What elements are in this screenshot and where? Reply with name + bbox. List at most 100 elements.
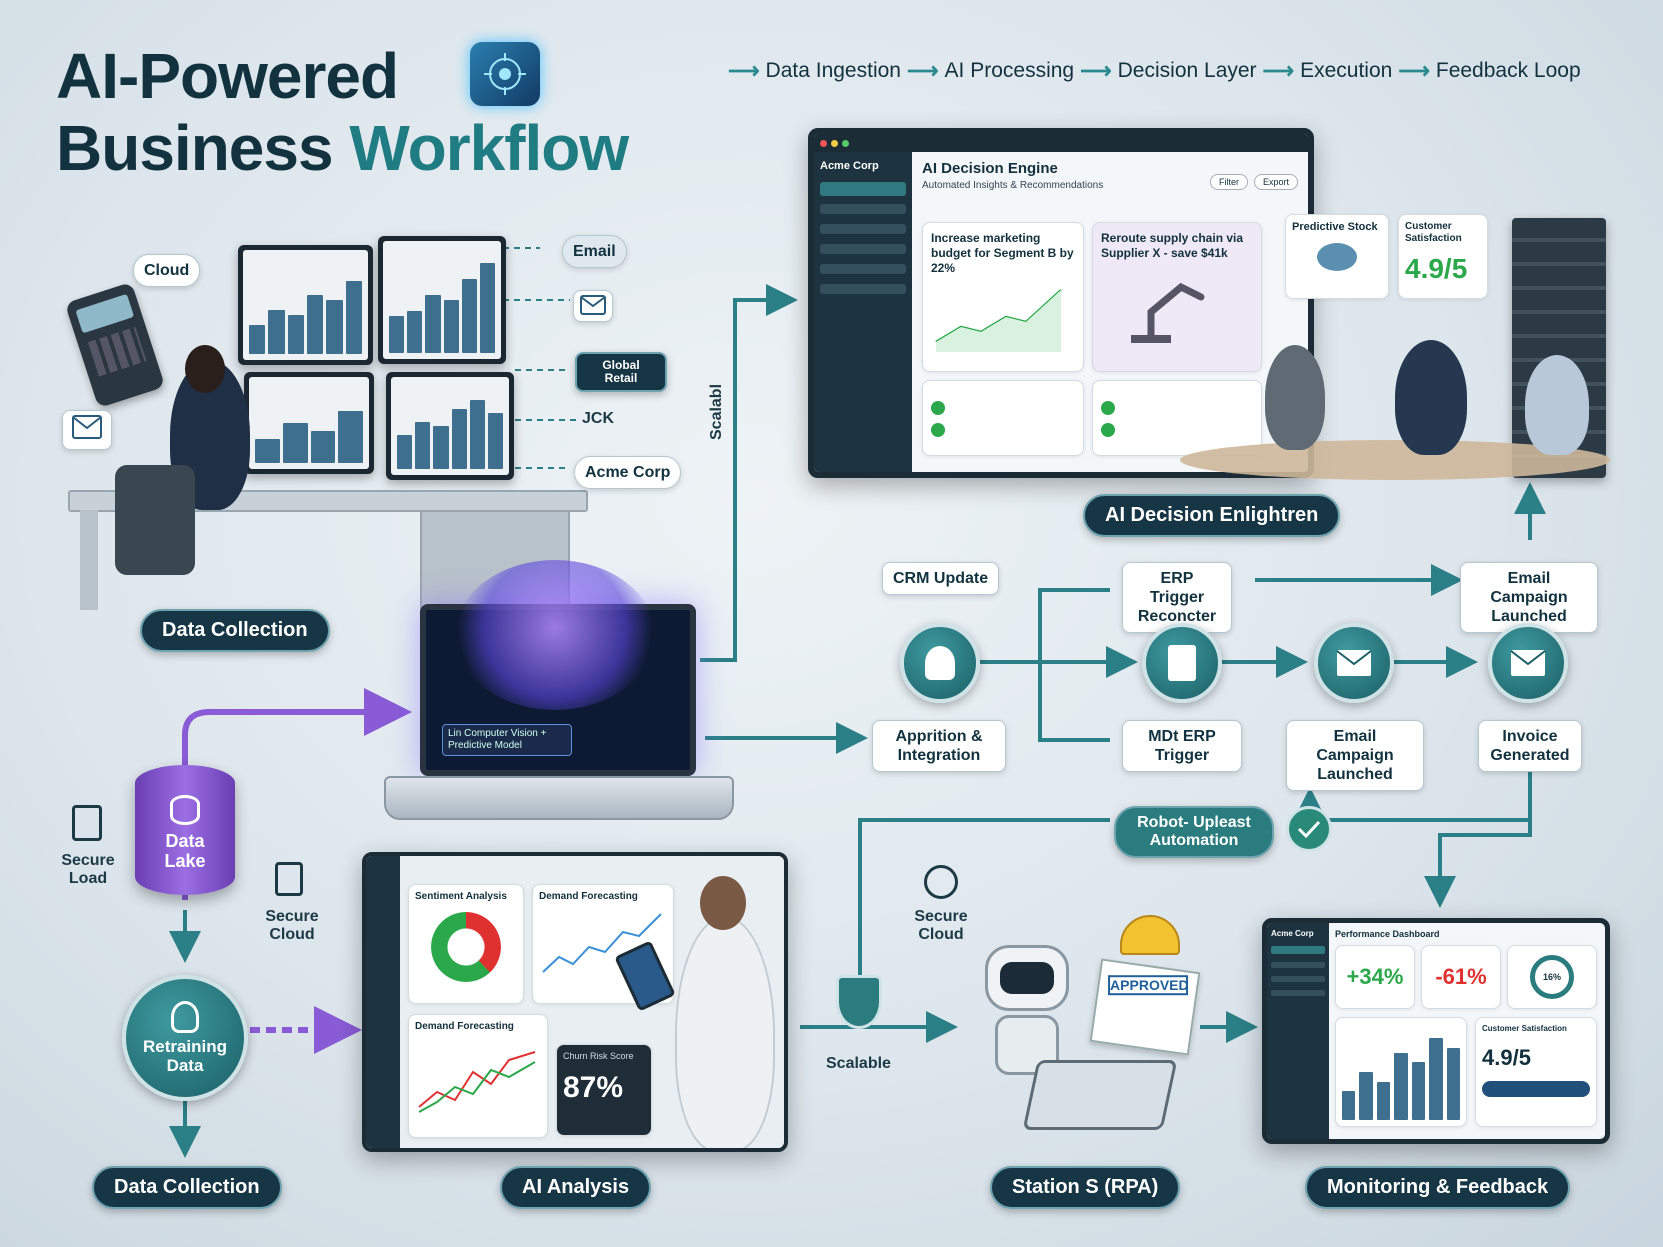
decision-toolbar: Filter Export	[1209, 174, 1298, 190]
recommendation-2-text: Reroute supply chain via Supplier X - sa…	[1101, 231, 1244, 260]
label-data-collection-bottom: Data Collection	[92, 1166, 282, 1209]
export-button[interactable]: Export	[1253, 174, 1298, 190]
churn-card: Churn Risk Score 87%	[556, 1044, 652, 1136]
data-lake-cylinder: Data Lake	[135, 765, 235, 895]
label-email-campaign-top: Email Campaign Launched	[1460, 562, 1598, 633]
kpi-card-2: -61%	[1421, 945, 1501, 1009]
window-titlebar	[814, 134, 1308, 152]
label-scalable-vertical: Scalabl	[708, 383, 725, 440]
check-icon	[931, 401, 945, 415]
growth-line-chart	[935, 289, 1062, 352]
pos-terminal-icon	[64, 281, 166, 409]
sidebar-item[interactable]	[1271, 962, 1325, 968]
sidebar-item[interactable]	[820, 284, 906, 294]
hard-hat-icon	[1120, 915, 1180, 955]
laptop-caption: Lin Computer Vision + Predictive Model	[442, 724, 572, 756]
pipeline-steps: ⟶ Data Ingestion ⟶ AI Processing ⟶ Decis…	[728, 58, 1581, 84]
demand-title-2: Demand Forecasting	[415, 1021, 514, 1032]
monitor-heading: Performance Dashboard	[1335, 929, 1440, 939]
secure-load-lock-icon	[72, 805, 102, 841]
monitor-app-name: Acme Corp	[1271, 929, 1314, 938]
check-icon	[1101, 401, 1115, 415]
sentiment-title: Sentiment Analysis	[415, 891, 507, 902]
sidebar-item[interactable]	[820, 204, 906, 214]
sidebar-item[interactable]	[820, 244, 906, 254]
person-woman-right	[1525, 355, 1589, 455]
invoice-node	[1488, 623, 1568, 703]
predictive-stock-label: Predictive Stock	[1292, 221, 1378, 233]
decision-engine-window: Acme Corp AI Decision Engine Automated I…	[808, 128, 1314, 478]
ai-chip-icon	[470, 42, 540, 106]
kpi-1-value: +34%	[1346, 964, 1404, 989]
arrow-icon: ⟶	[1262, 58, 1295, 83]
churn-value: 87%	[563, 1071, 624, 1104]
secure-cloud-right-icon	[924, 865, 958, 899]
label-data-collection-top: Data Collection	[140, 609, 330, 652]
label-automation: Robot- Upleast Automation	[1114, 806, 1274, 858]
pipeline-step-feedback: Feedback Loop	[1435, 59, 1581, 82]
title-business: Business	[56, 112, 334, 184]
demand-line-chart	[542, 913, 662, 973]
email-node	[1314, 623, 1394, 703]
person-man-center	[1395, 340, 1467, 455]
document-icon	[1168, 645, 1196, 681]
analysis-window: Sentiment Analysis Demand Forecasting De…	[362, 852, 788, 1152]
sidebar-item[interactable]	[820, 264, 906, 274]
filter-button[interactable]: Filter	[1209, 174, 1248, 190]
mail-icon	[573, 290, 613, 322]
decision-main: AI Decision Engine Automated Insights & …	[912, 152, 1308, 472]
label-invoice-generated: Invoice Generated	[1478, 720, 1582, 772]
report-button[interactable]	[1482, 1081, 1590, 1097]
label-crm-update: CRM Update	[882, 562, 1000, 595]
recommendation-card-1[interactable]: Increase marketing budget for Segment B …	[922, 222, 1084, 372]
sidebar-item[interactable]	[1271, 976, 1325, 982]
sidebar-app-name: Acme Corp	[820, 160, 879, 172]
source-email: Email	[562, 235, 627, 268]
label-erp-trigger-top: ERP Trigger Reconcter	[1122, 562, 1232, 633]
kpi-2-value: -61%	[1435, 964, 1487, 989]
monitor-3	[244, 372, 374, 474]
label-ai-analysis: AI Analysis	[500, 1166, 652, 1209]
source-cloud: Cloud	[133, 254, 201, 287]
approved-document: APPROVED	[1089, 958, 1201, 1056]
label-scalable: Scalable	[826, 1055, 891, 1072]
checkmark-icon	[1286, 806, 1332, 852]
desk-leg	[80, 510, 98, 610]
recommendation-card-2[interactable]: Reroute supply chain via Supplier X - sa…	[1092, 222, 1262, 372]
pipeline-step-execution: Execution	[1300, 59, 1393, 82]
analysis-main: Sentiment Analysis Demand Forecasting De…	[400, 856, 784, 1148]
sidebar-item[interactable]	[1271, 946, 1325, 954]
analyst-head	[700, 876, 746, 930]
monitor-2	[378, 236, 506, 364]
monitor-satisfaction-value: 4.9/5	[1482, 1045, 1531, 1070]
pipeline-step-ingestion: Data Ingestion	[765, 59, 901, 82]
brain-icon	[455, 560, 655, 710]
envelope-icon	[1510, 650, 1546, 676]
sentiment-card: Sentiment Analysis	[408, 884, 524, 1004]
arrow-icon: ⟶	[1398, 58, 1430, 83]
database-icon	[170, 795, 200, 825]
title-line-1: AI-Powered	[56, 40, 399, 112]
progress-ring: 16%	[1530, 955, 1574, 999]
kpi-3-value: 16%	[1542, 972, 1561, 982]
monitor-satisfaction-card: Customer Satisfaction 4.9/5	[1475, 1017, 1597, 1127]
label-approval-integration: Apprition & Integration	[872, 720, 1006, 772]
check-icon	[1101, 423, 1115, 437]
recommendation-1-text: Increase marketing budget for Segment B …	[931, 231, 1074, 275]
monitor-1	[238, 245, 373, 365]
laptop-base	[384, 776, 734, 820]
demand-multiline-chart	[418, 1051, 536, 1113]
crm-node	[900, 623, 980, 703]
sidebar-item[interactable]	[820, 224, 906, 234]
demand-title-1: Demand Forecasting	[539, 891, 638, 902]
label-secure-cloud-left: Secure Cloud	[265, 908, 319, 943]
sidebar-item[interactable]	[820, 182, 906, 196]
shield-icon	[836, 975, 882, 1029]
source-retail: Global Retail	[575, 352, 667, 392]
monitor-bar-card	[1335, 1017, 1467, 1127]
satisfaction-card: Customer Satisfaction 4.9/5	[1398, 214, 1488, 299]
sidebar-item[interactable]	[1271, 990, 1325, 996]
robot-arm-icon	[1131, 282, 1205, 343]
analysis-sidebar	[366, 856, 400, 1148]
label-secure-load: Secure Load	[61, 852, 115, 887]
